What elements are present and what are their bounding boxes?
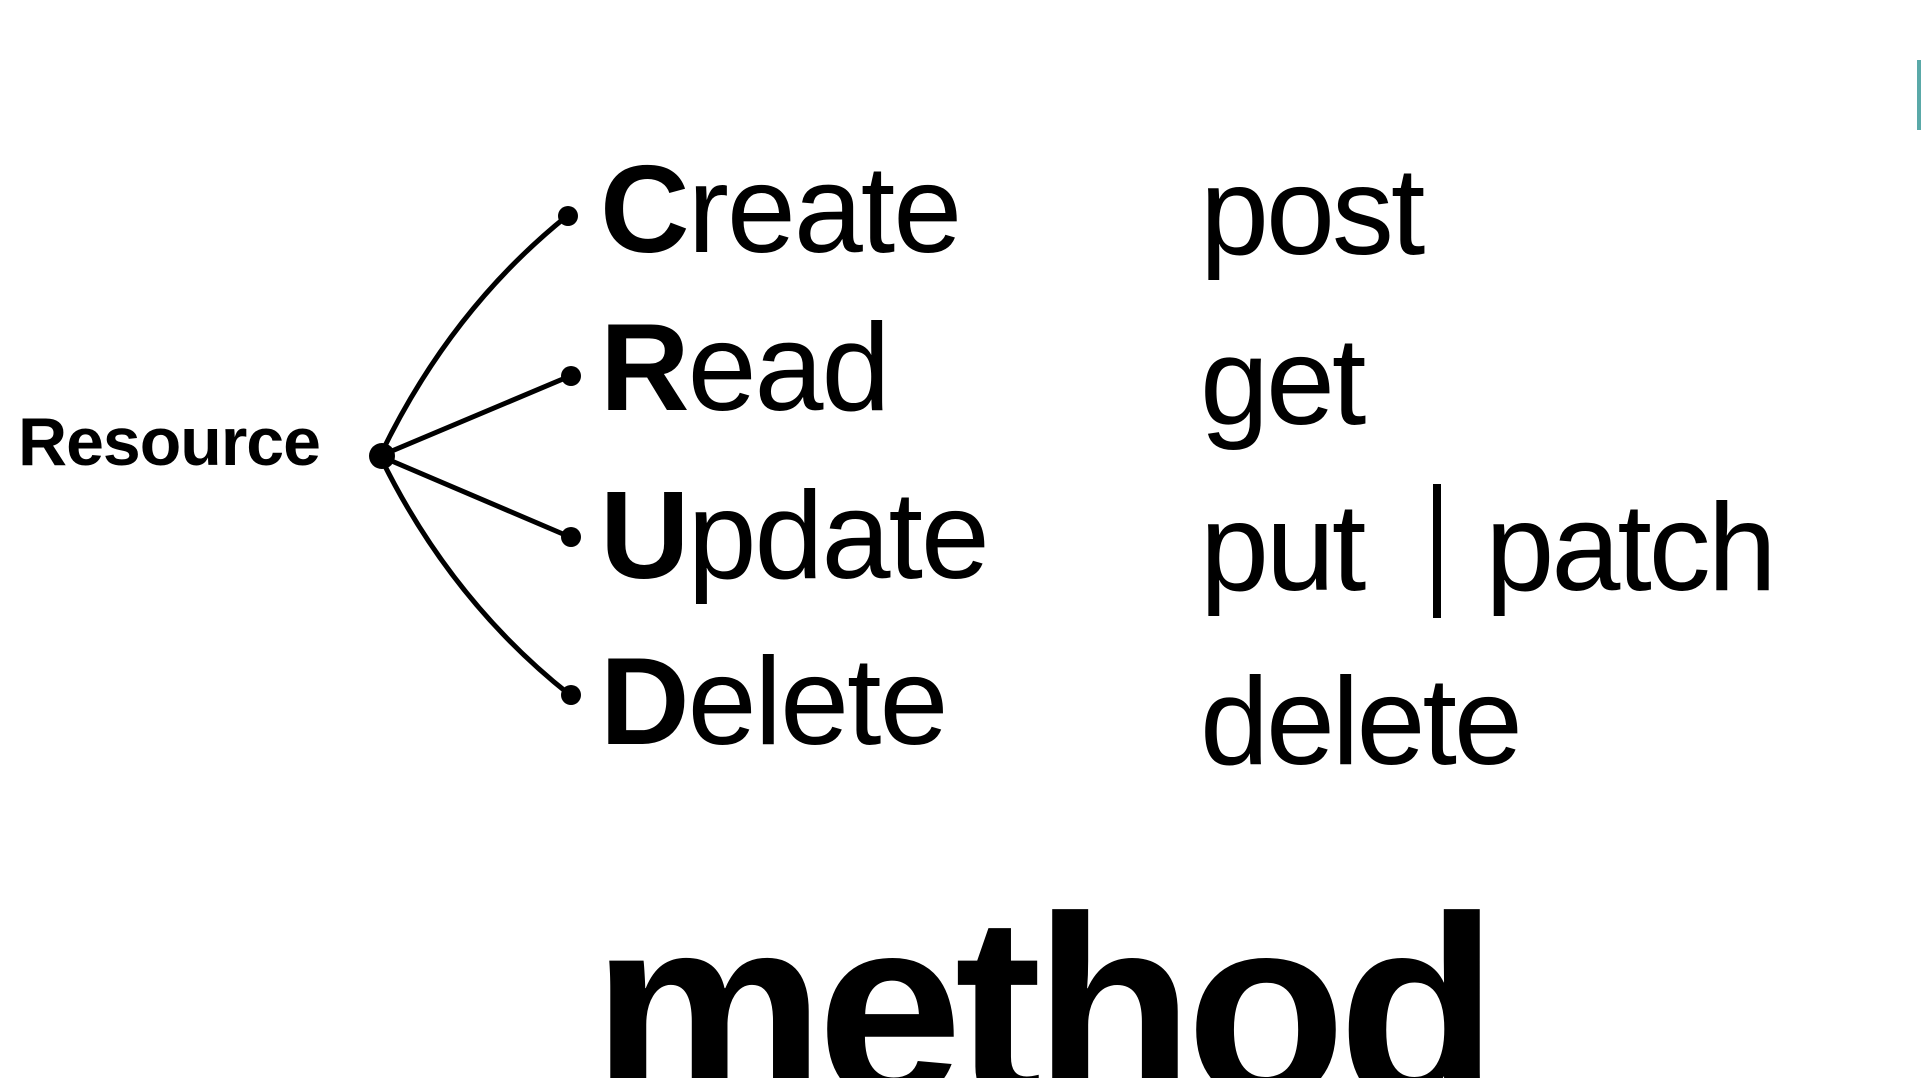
edge-read [377,373,573,459]
http-method-delete: delete [1200,653,1523,791]
node-create [558,206,578,226]
edge-update [377,453,573,540]
http-method-post: post [1200,143,1425,281]
operation-rest: reate [687,141,963,279]
method-title: method [592,862,1498,1079]
separator-bar [1433,484,1442,618]
edge-create [377,213,570,459]
initial-letter: D [600,633,690,771]
http-method-get: get [1200,313,1366,451]
operation-delete: Delete [600,640,948,764]
hub-node [369,443,395,469]
node-read [561,366,581,386]
initial-letter: U [600,467,690,605]
edge-delete [377,453,573,698]
resource-label: Resource [18,404,321,480]
http-method-put: put [1200,479,1366,617]
operation-rest: pdate [687,467,990,605]
node-update [561,527,581,547]
operation-read: Read [600,306,890,430]
initial-letter: C [600,141,690,279]
node-delete [561,685,581,705]
edge-accent-mark [1917,60,1921,130]
operation-update: Update [600,474,990,598]
operation-create: Create [600,148,962,272]
http-method-patch: patch [1485,479,1776,617]
operation-rest: elete [687,633,949,771]
initial-letter: R [600,299,690,437]
operation-rest: ead [687,299,891,437]
